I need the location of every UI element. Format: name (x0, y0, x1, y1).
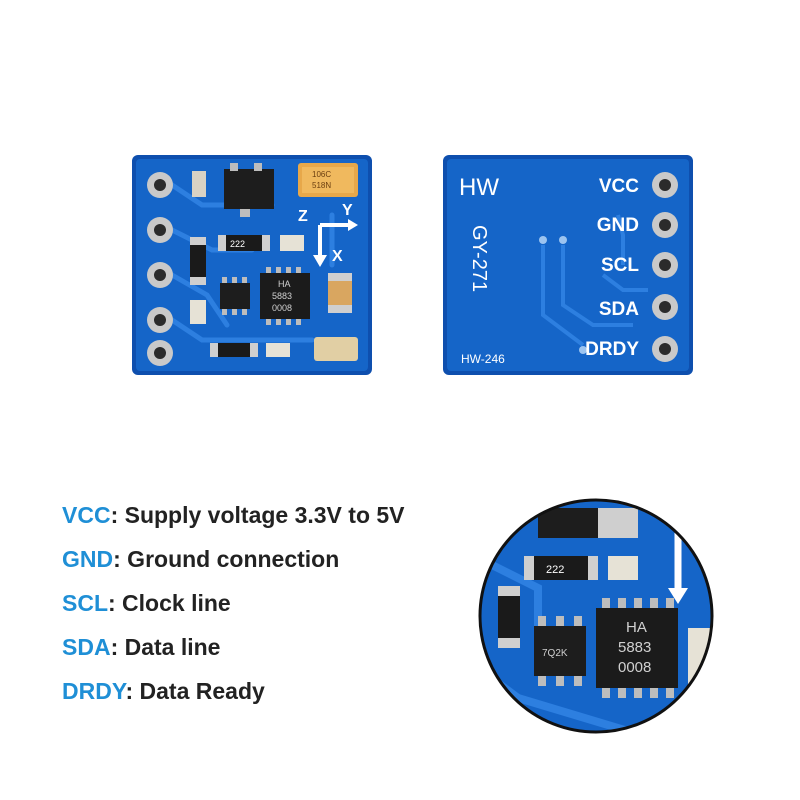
resistor-bottom (210, 343, 258, 357)
pin-label-scl: SCL (601, 255, 639, 276)
pin-header-holes (147, 172, 173, 366)
closeup-chip-marking-line1: HA (626, 619, 647, 636)
chip-closeup-photo: 222 7Q2K HA 5883 0008 (478, 498, 714, 734)
pcb-surface (447, 159, 689, 371)
legend-pin-description: : Data Ready (125, 678, 265, 704)
small-ic (220, 277, 250, 315)
regulator-part (538, 508, 598, 538)
capacitor-marking-line2: 518N (312, 181, 331, 190)
legend-pin-description: : Ground connection (113, 546, 340, 572)
legend-item-drdy: DRDY: Data Ready (62, 676, 405, 706)
capacitor-part (598, 508, 638, 538)
ceramic-capacitor (328, 273, 352, 313)
axis-arrow-head (668, 588, 688, 604)
legend-pin-description: : Supply voltage 3.3V to 5V (110, 502, 405, 528)
legend-pin-name: VCC (62, 502, 111, 528)
pin-label-drdy: DRDY (585, 339, 639, 360)
closeup-chip-marking-line2: 5883 (618, 639, 651, 656)
legend-pin-description: : Data line (110, 634, 221, 660)
small-capacitor (192, 171, 206, 197)
board-back-photo: HW GY-271 HW-246 VCC GND SCL SDA DRDY (443, 155, 693, 375)
small-capacitor-2 (280, 235, 304, 251)
resistor-closeup-top: 222 (524, 556, 598, 580)
resistor-left (190, 237, 206, 285)
pcb-vias (539, 236, 587, 354)
capacitor-marking-line1: 106C (312, 170, 331, 179)
closeup-resistor-marking: 222 (546, 564, 564, 576)
tantalum-capacitor: 106C 518N (298, 163, 358, 197)
resistor-marking-top: 222 (230, 239, 245, 249)
legend-pin-name: GND (62, 546, 114, 572)
legend-item-vcc: VCC: Supply voltage 3.3V to 5V (62, 500, 405, 530)
closeup-small-ic: 7Q2K (534, 616, 586, 686)
chip-marking-line1: HA (278, 279, 291, 289)
resistor-top: 222 (218, 235, 270, 251)
pcb-traces (541, 214, 648, 347)
axis-label-x: X (332, 248, 343, 265)
capacitor-closeup (608, 556, 638, 580)
pin-header-holes (652, 172, 678, 362)
chip-marking-line3: 0008 (272, 303, 292, 313)
axis-label-y: Y (342, 202, 353, 219)
magnetometer-chip: HA 5883 0008 (260, 267, 310, 325)
closeup-chip-marking-line3: 0008 (618, 659, 651, 676)
small-capacitor-3 (190, 300, 206, 324)
board-model: GY-271 (468, 225, 490, 292)
pin-label-gnd: GND (597, 215, 639, 236)
closeup-ic-marking: 7Q2K (542, 648, 568, 659)
board-part-number: HW-246 (461, 352, 505, 366)
board-brand: HW (459, 174, 499, 201)
chip-marking-line2: 5883 (272, 291, 292, 301)
closeup-magnetometer-chip: HA 5883 0008 (596, 598, 678, 698)
axis-label-z: Z (298, 208, 308, 225)
legend-item-gnd: GND: Ground connection (62, 544, 405, 574)
closeup-frame (478, 498, 714, 734)
pin-label-sda: SDA (599, 299, 639, 320)
pin-legend: VCC: Supply voltage 3.3V to 5V GND: Grou… (62, 500, 405, 706)
resistor-closeup-left (498, 586, 520, 648)
pin-label-vcc: VCC (599, 176, 639, 197)
legend-pin-name: SDA (62, 634, 111, 660)
small-capacitor-4 (266, 343, 290, 357)
large-capacitor (314, 337, 358, 361)
voltage-regulator (224, 163, 274, 217)
board-front-photo: 106C 518N Z Y X 222 HA 5883 0008 (132, 155, 372, 375)
legend-pin-description: : Clock line (108, 590, 231, 616)
legend-pin-name: DRDY (62, 678, 126, 704)
legend-item-sda: SDA: Data line (62, 632, 405, 662)
legend-item-scl: SCL: Clock line (62, 588, 405, 618)
legend-pin-name: SCL (62, 590, 108, 616)
axis-indicator: Z Y X (298, 202, 358, 267)
